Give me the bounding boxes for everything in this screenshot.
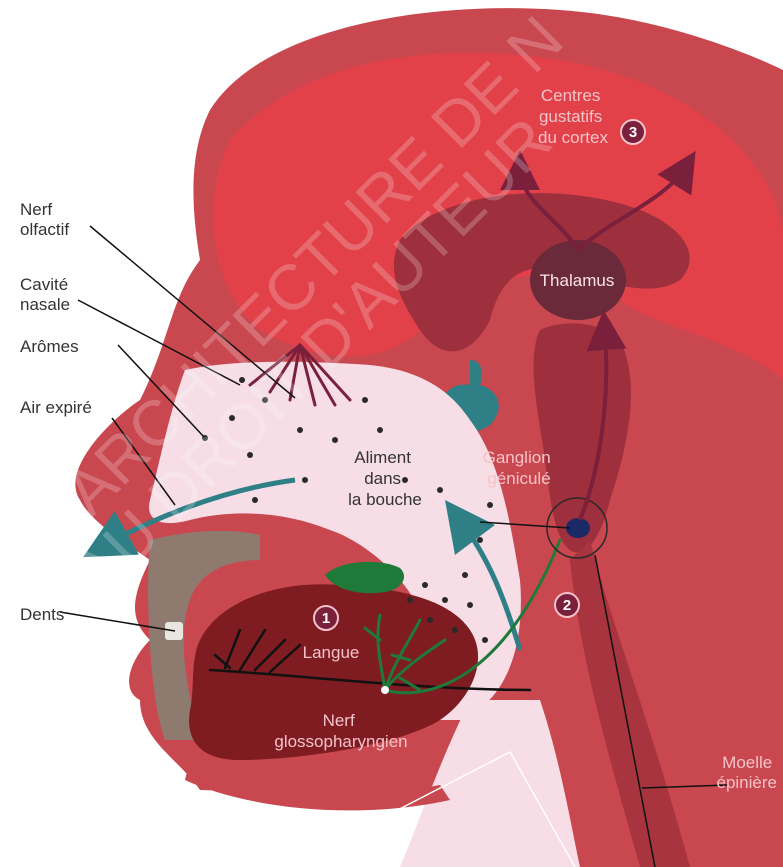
- badge-3: 3: [621, 120, 645, 144]
- label-air-expire: Air expiré: [20, 398, 92, 417]
- label-nerf-olfactif: Nerf olfactif: [20, 200, 69, 239]
- badge-2: 2: [555, 593, 579, 617]
- svg-text:1: 1: [322, 610, 330, 627]
- label-cavite-nasale: Cavité nasale: [20, 275, 73, 314]
- label-dents: Dents: [20, 605, 64, 624]
- svg-text:2: 2: [563, 597, 571, 614]
- glossopharyngeal-point: [381, 686, 389, 694]
- label-thalamus: Thalamus: [540, 271, 615, 290]
- label-aromes: Arômes: [20, 337, 79, 356]
- badge-1: 1: [314, 606, 338, 630]
- svg-text:3: 3: [629, 124, 637, 141]
- label-langue: Langue: [303, 643, 360, 662]
- label-moelle: Moelle épinière: [717, 753, 778, 792]
- label-centres-gustatifs: Centres gustatifs du cortex: [538, 86, 608, 147]
